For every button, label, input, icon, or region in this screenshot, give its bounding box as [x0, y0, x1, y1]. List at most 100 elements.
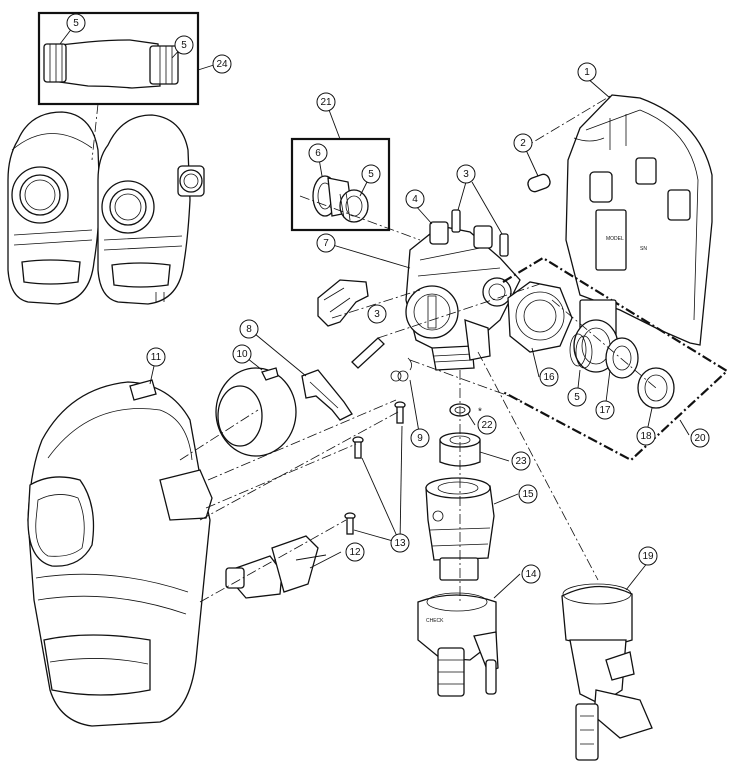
callout-number: 16 [543, 372, 555, 383]
callout-c8: 8 [239, 319, 259, 339]
cover-view-left [7, 111, 101, 305]
callout-c24: 24 [212, 54, 232, 74]
callout-circle [308, 143, 328, 163]
callout-circle [456, 164, 476, 184]
valve-body [405, 221, 521, 371]
callout-number: 14 [525, 569, 537, 580]
callout-number: 23 [515, 456, 527, 467]
callout-c7: 7 [316, 233, 336, 253]
clip-part-9a [390, 370, 402, 382]
callout-number: 17 [599, 405, 611, 416]
callout-number: 3 [463, 169, 469, 180]
callout-c16: 16 [539, 367, 559, 387]
clip-part-9c [407, 357, 412, 371]
cover-view-right [97, 114, 205, 305]
bracket-part-8 [301, 369, 353, 421]
callout-circle [232, 344, 252, 364]
screw-part-3a [451, 209, 461, 233]
screw-part-13a [394, 401, 406, 424]
adapter-part-17 [573, 299, 639, 379]
callout-c17: 17 [595, 400, 615, 420]
callout-c19: 19 [638, 546, 658, 566]
callout-c13: 13 [390, 533, 410, 553]
callout-c22: 22 [477, 415, 497, 435]
callout-c2: 2 [513, 133, 533, 153]
callout-circle [405, 189, 425, 209]
callout-c21: 21 [316, 92, 336, 112]
drain-part-19 [561, 583, 653, 761]
callout-group: 1233455556789101112131415161718192021222… [66, 13, 710, 584]
callout-circle [146, 347, 166, 367]
pin-part-3c [351, 337, 385, 369]
assembly-axes [179, 94, 657, 603]
callout-number: 19 [642, 551, 654, 562]
callout-circle [367, 304, 387, 324]
callout-number: 5 [73, 18, 79, 29]
callout-circle [690, 428, 710, 448]
callout-number: 22 [481, 420, 493, 431]
callout-number: 4 [412, 194, 418, 205]
callout-c15: 15 [518, 484, 538, 504]
callout-circle [539, 367, 559, 387]
callout-circle [316, 92, 336, 112]
callout-circle [66, 13, 86, 33]
callout-c11: 11 [146, 347, 166, 367]
callout-number: 3 [374, 309, 380, 320]
leader-bypass-to-cover [91, 103, 99, 161]
callout-circle [595, 400, 615, 420]
inset-box-20 [502, 256, 729, 462]
callout-number: 9 [417, 433, 423, 444]
svg-text:CHECK: CHECK [426, 618, 444, 624]
callout-number: 5 [368, 169, 374, 180]
callout-number: 1 [584, 67, 590, 78]
inset-box-24 [37, 11, 200, 106]
valve-back-plate: MODEL SN [565, 94, 713, 346]
callout-number: 10 [236, 349, 248, 360]
callout-c10: 10 [232, 344, 252, 364]
screw-part-13b [352, 436, 364, 459]
bracket-part-12 [225, 535, 319, 599]
callout-circle [390, 533, 410, 553]
inset-box-21 [290, 137, 391, 232]
screw-part-13c [344, 512, 356, 535]
callout-number: 8 [246, 324, 252, 335]
callout-circle [239, 319, 259, 339]
front-cover-part-11 [27, 379, 213, 727]
callout-number: 6 [315, 148, 321, 159]
cap-part-18 [637, 367, 675, 409]
callout-circle [518, 484, 538, 504]
callout-number: 2 [520, 138, 526, 149]
clip-part-9b [397, 370, 409, 382]
callout-c5b: 5 [174, 35, 194, 55]
callout-c12: 12 [345, 542, 365, 562]
callout-c3b: 3 [367, 304, 387, 324]
callout-c20: 20 [690, 428, 710, 448]
callout-number: 5 [574, 392, 580, 403]
callout-c23: 23 [511, 451, 531, 471]
callout-c6: 6 [308, 143, 328, 163]
callout-circle [477, 415, 497, 435]
callout-c18: 18 [636, 426, 656, 446]
callout-circle [316, 233, 336, 253]
callout-circle [567, 387, 587, 407]
svg-text:SN: SN [640, 246, 647, 252]
asterisk-note: * [478, 407, 482, 418]
svg-text:MODEL: MODEL [606, 236, 624, 242]
adapter-fitting-part-6 [312, 175, 369, 223]
callout-c14: 14 [521, 564, 541, 584]
callout-circle [212, 54, 232, 74]
callout-circle [511, 451, 531, 471]
callout-number: 20 [694, 433, 706, 444]
callout-circle [521, 564, 541, 584]
callout-number: 13 [394, 538, 406, 549]
callout-number: 5 [181, 40, 187, 51]
callout-circle [638, 546, 658, 566]
callout-c9: 9 [410, 428, 430, 448]
callout-circle [361, 164, 381, 184]
callout-number: 18 [640, 431, 652, 442]
callout-circle [345, 542, 365, 562]
callout-c5d: 5 [567, 387, 587, 407]
callout-circle [636, 426, 656, 446]
